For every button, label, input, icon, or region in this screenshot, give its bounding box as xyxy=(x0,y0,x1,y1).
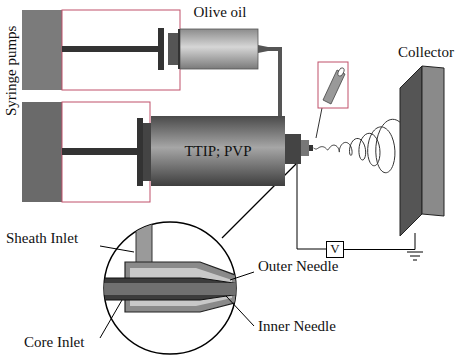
inner-needle xyxy=(309,145,313,151)
plunger xyxy=(168,33,178,65)
device-label: Syringe pumps xyxy=(3,26,20,116)
pusher-plate xyxy=(158,28,164,70)
plunger-rod xyxy=(62,148,140,155)
ground-symbol xyxy=(407,252,423,260)
collector-plate: Collector xyxy=(392,44,460,239)
plate-edge xyxy=(400,66,422,236)
core-channel xyxy=(100,283,240,295)
polymer-jet xyxy=(314,119,411,172)
syringe-tip xyxy=(258,45,268,53)
pump-frame xyxy=(62,102,150,202)
node-label: TTIP; PVP xyxy=(184,143,251,160)
part-label: Outer Needle xyxy=(258,258,338,275)
node-label: Olive oil xyxy=(194,4,247,21)
plunger xyxy=(143,123,151,181)
syringe-barrel: Olive oil xyxy=(180,4,260,70)
voltage-source: V xyxy=(326,241,344,258)
syringe-barrel: TTIP; PVP xyxy=(151,116,285,186)
part-label: Core Inlet xyxy=(24,334,84,351)
leader-line xyxy=(100,300,122,338)
leader-line xyxy=(230,272,254,280)
voltage-wire xyxy=(297,164,326,249)
ground-wire xyxy=(344,233,415,250)
inner-needle-body xyxy=(100,278,240,300)
pusher-plate xyxy=(137,118,143,186)
collector-shape xyxy=(392,44,460,239)
voltage-symbol: V xyxy=(330,242,339,256)
pump-frame xyxy=(62,10,180,90)
pump-body xyxy=(22,102,62,202)
node-label: Collector xyxy=(398,44,454,61)
pump-body xyxy=(22,10,62,90)
fiber-bore xyxy=(337,67,345,77)
leader-line xyxy=(100,246,134,252)
outer-needle xyxy=(301,140,309,156)
barrel-body xyxy=(180,29,258,69)
part-label: Inner Needle xyxy=(258,318,336,335)
part-label: Sheath Inlet xyxy=(6,230,78,247)
inset-leader xyxy=(316,108,322,138)
needle-holder xyxy=(285,134,301,164)
plunger-rod xyxy=(62,46,162,52)
fiber-inset xyxy=(318,62,348,108)
leader-line xyxy=(226,296,254,326)
plate-face xyxy=(422,66,444,216)
